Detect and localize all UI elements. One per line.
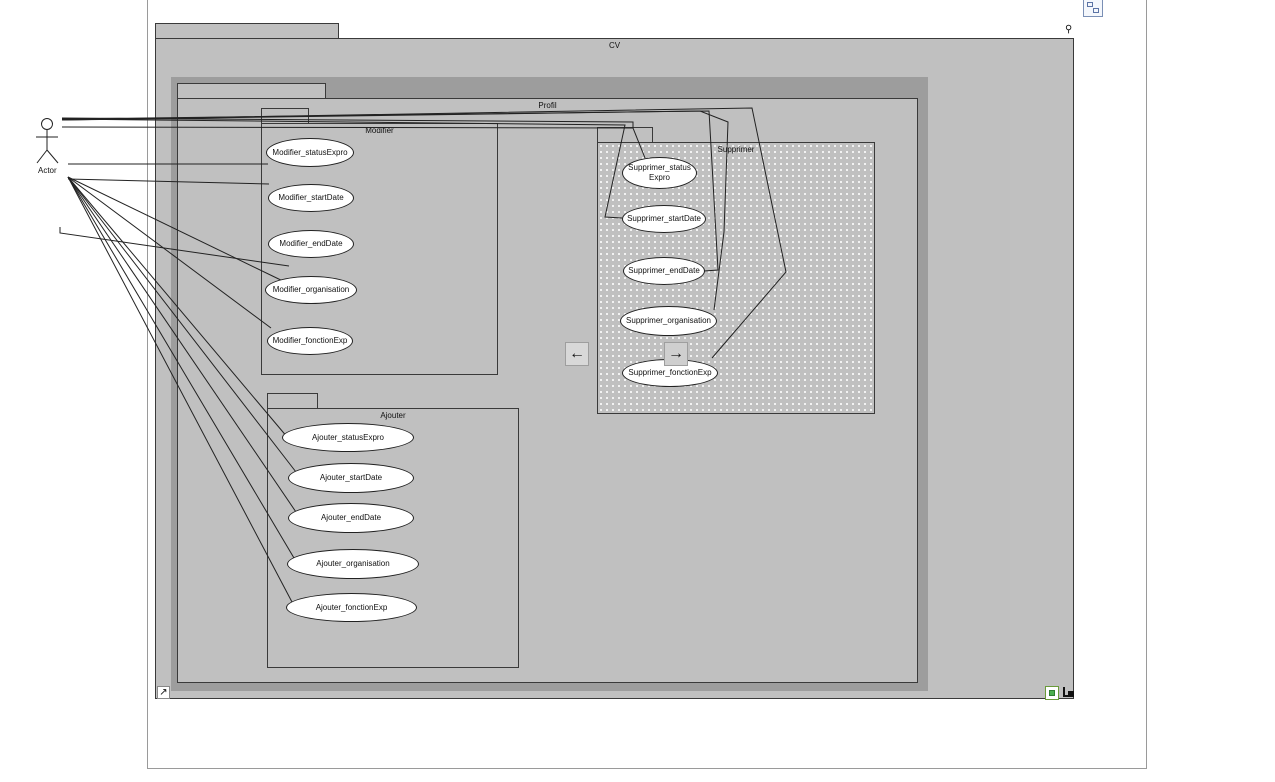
cv-package-tab[interactable] [155,23,339,39]
zoom-icon[interactable]: ⚲ [1065,24,1073,35]
use-case-ajouter-statusexpro[interactable]: Ajouter_statusExpro [282,423,414,452]
use-case-ajouter-fonctionexp[interactable]: Ajouter_fonctionExp [286,593,417,622]
fit-page-icon[interactable] [1045,686,1059,700]
use-case-modifier-fonctionexp[interactable]: Modifier_fonctionExp [267,327,353,355]
use-case-supprimer-statusexpro[interactable]: Supprimer_status Expro [622,157,697,189]
use-case-modifier-startdate[interactable]: Modifier_startDate [268,184,354,212]
profil-package-title: Profil [538,101,557,110]
supprimer-package-title: Supprimer [717,145,755,154]
use-case-modifier-organisation[interactable]: Modifier_organisation [265,276,357,304]
use-case-supprimer-enddate[interactable]: Supprimer_endDate [623,257,705,285]
expand-arrow-icon[interactable]: ↗ [157,686,170,699]
use-case-ajouter-enddate[interactable]: Ajouter_endDate [288,503,414,533]
modifier-package-title: Modifier [365,126,394,135]
resize-grip-icon[interactable] [1062,686,1075,699]
use-case-ajouter-organisation[interactable]: Ajouter_organisation [287,549,419,579]
actor-figure[interactable] [34,116,64,166]
arrow-left-icon[interactable]: ← [565,342,589,366]
ajouter-package-tab[interactable] [267,393,318,409]
document-icon[interactable] [1083,0,1103,17]
actor-label: Actor [38,166,57,175]
ajouter-package[interactable]: Ajouter [267,408,519,668]
use-case-modifier-enddate[interactable]: Modifier_endDate [268,230,354,258]
cv-package-title: CV [608,41,621,50]
use-case-ajouter-startdate[interactable]: Ajouter_startDate [288,463,414,493]
modifier-package-tab[interactable] [261,108,309,124]
use-case-modifier-statusexpro[interactable]: Modifier_statusExpro [266,138,354,167]
supprimer-package-tab[interactable] [597,127,653,143]
profil-package-tab[interactable] [177,83,326,99]
use-case-supprimer-organisation[interactable]: Supprimer_organisation [620,306,717,336]
ajouter-package-title: Ajouter [380,411,406,420]
use-case-supprimer-startdate[interactable]: Supprimer_startDate [622,205,706,233]
arrow-right-icon[interactable]: → [664,342,688,366]
